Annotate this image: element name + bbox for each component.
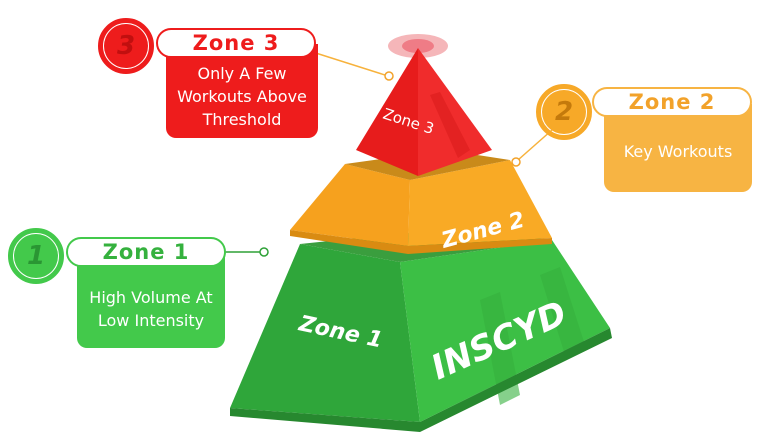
zone1-title: Zone 1: [66, 237, 226, 267]
zone2-right-face: [408, 160, 552, 246]
zone3-glow-inner: [402, 39, 434, 53]
zone2-connector: [517, 129, 553, 161]
zone2-description: Key Workouts: [604, 104, 752, 192]
zone1-badge-ring: [8, 228, 64, 284]
zone1-badge: 1: [14, 234, 58, 278]
zone1-stripe: [480, 292, 520, 405]
zone3-connector-dot: [384, 71, 394, 81]
zone2-badge-ring: [536, 84, 592, 140]
zone3-right-face: [418, 48, 492, 176]
zone2-connector-dot: [511, 157, 521, 167]
zone3-description: Only A Few Workouts Above Threshold: [166, 44, 318, 138]
zone1-connector-dot: [259, 247, 269, 257]
zone3-left-face: [356, 48, 418, 176]
zone1-left-face: [230, 244, 420, 422]
zone2-bottom-edge: [290, 230, 552, 254]
zone1-description: High Volume At Low Intensity: [77, 252, 225, 348]
zone1-stripe: [540, 267, 585, 355]
zone3-stripe: [430, 92, 470, 158]
zone2-left-face: [290, 164, 410, 246]
zone3-badge-ring: [98, 18, 154, 74]
zone2-badge: 2: [542, 90, 586, 134]
zone3-title: Zone 3: [156, 28, 316, 58]
zone2-title: Zone 2: [592, 87, 752, 117]
zone3-badge: 3: [104, 24, 148, 68]
